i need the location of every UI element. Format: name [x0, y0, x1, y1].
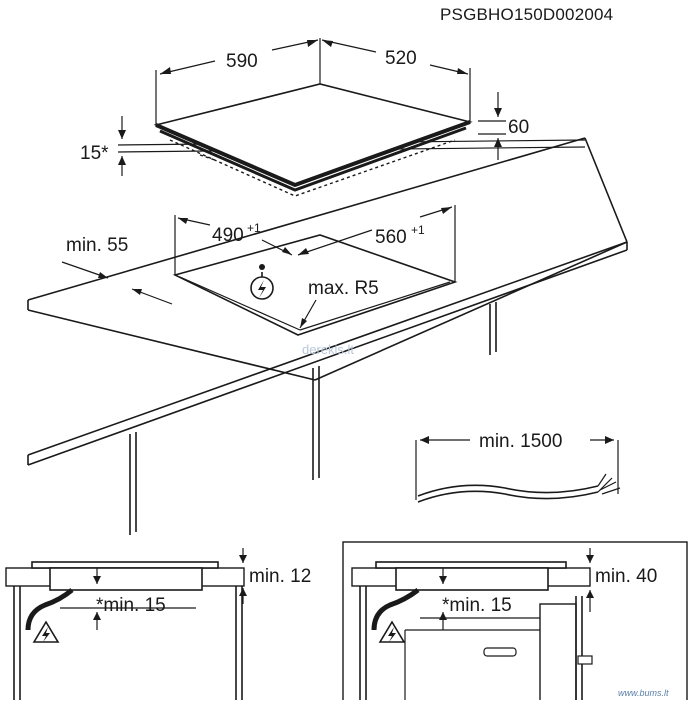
dimension-490: 490 +1	[174, 215, 293, 275]
footer-brand: www.bums.lt	[618, 688, 669, 698]
dim-560-tolerance: +1	[411, 223, 425, 237]
electric-hazard-icon	[250, 264, 274, 300]
cable-label: min. 1500	[479, 431, 562, 452]
cable-length: min. 1500	[415, 431, 621, 503]
right-bottom-clearance: *min. 15	[442, 595, 512, 616]
dimension-560: 560 +1	[297, 205, 456, 282]
section-right: min. 40 *min. 15	[342, 541, 688, 703]
radius-label: max. R5	[308, 278, 379, 299]
radius-callout: max. R5	[299, 278, 379, 329]
hob-illustration	[117, 83, 586, 197]
right-top-clearance: min. 40	[595, 566, 657, 587]
dim-min55-label: min. 55	[66, 235, 128, 256]
dimension-15: 15*	[80, 116, 126, 176]
left-top-clearance: min. 12	[249, 566, 311, 587]
dim-490-label: 490	[212, 225, 244, 246]
dim-490-tolerance: +1	[247, 221, 261, 235]
worktop	[27, 137, 628, 535]
dim-590-label: 590	[226, 51, 258, 72]
dim-560-label: 560	[375, 227, 407, 248]
dimension-520: 520	[321, 39, 471, 122]
dimension-min-55: min. 55	[61, 235, 173, 305]
dim-15-label: 15*	[80, 143, 109, 164]
section-left: min. 12 *min. 15	[5, 548, 311, 700]
watermark: derekis.lt	[302, 342, 354, 357]
dim-520-label: 520	[385, 48, 417, 69]
drawing-code: PSGBHO150D002004	[440, 5, 613, 24]
dim-60-label: 60	[508, 117, 529, 138]
dimension-590: 590	[155, 38, 321, 125]
left-bottom-clearance: *min. 15	[96, 595, 166, 616]
dimension-60: 60	[478, 92, 529, 160]
